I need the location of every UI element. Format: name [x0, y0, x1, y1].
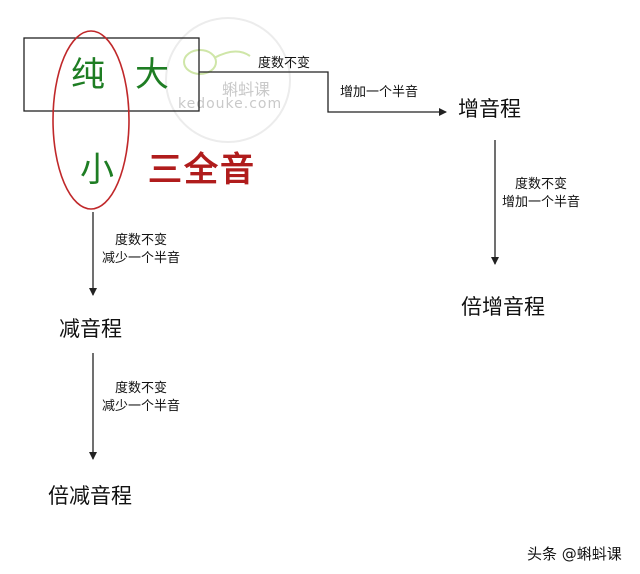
node-doubly-augmented: 倍增音程 [461, 295, 545, 319]
pure-major-box [23, 37, 200, 112]
edge-label-to-diminished-line1: 度数不变 [115, 233, 168, 248]
minor-interval-label: 小 [80, 150, 114, 190]
tritone-label: 三全音 [148, 150, 256, 190]
node-doubly-diminished: 倍减音程 [48, 484, 132, 508]
edge-label-to-diminished-line2: 减少一个半音 [102, 251, 181, 266]
edge-label-to-doubly-augmented-line1: 度数不变 [515, 177, 568, 192]
footer-credit: 头条 @蝌蚪课 [527, 545, 622, 563]
watermark-name: 蝌蚪课 [222, 80, 271, 99]
edge-label-to-doubly-augmented-line2: 增加一个半音 [502, 195, 581, 210]
edge-label-to-augmented-line1: 度数不变 [258, 56, 311, 71]
edge-label-to-doubly-diminished-line1: 度数不变 [115, 381, 168, 396]
watermark-site: kedouke.com [178, 96, 283, 112]
pure-minor-ellipse [52, 30, 130, 210]
node-diminished: 减音程 [59, 317, 122, 341]
edge-to-augmented [199, 71, 447, 116]
edge-label-to-augmented-line2: 增加一个半音 [340, 85, 419, 100]
edge-label-to-doubly-diminished-line2: 减少一个半音 [102, 399, 181, 414]
major-interval-label: 大 [135, 55, 169, 95]
pure-interval-label: 纯 [71, 55, 105, 95]
node-augmented: 增音程 [458, 97, 521, 121]
